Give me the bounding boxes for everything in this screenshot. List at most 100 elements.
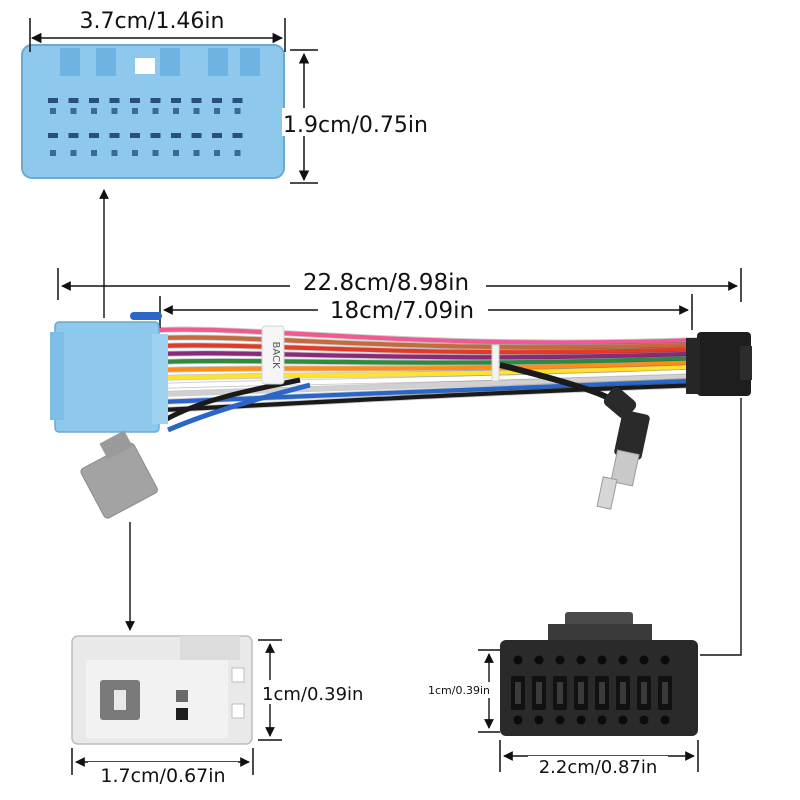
black-width-dimension: 2.2cm/0.87in — [499, 740, 699, 780]
blue-pin-dot — [91, 150, 97, 156]
black-height-label: 1cm/0.39in — [428, 684, 490, 697]
black-hole — [513, 715, 523, 725]
black-hole — [555, 715, 565, 725]
blue-pin-dot — [70, 150, 77, 156]
black-hole — [513, 655, 523, 665]
black-connector-holes-top — [513, 655, 670, 665]
black-pin — [578, 682, 584, 704]
black-connector-harness — [686, 332, 752, 396]
blue-pin-dot — [70, 108, 77, 114]
blue-pin-dot — [111, 108, 118, 114]
black-hole — [618, 715, 628, 725]
black-callout-line — [700, 398, 742, 656]
blue-pin — [68, 98, 79, 103]
blue-pin — [48, 133, 58, 138]
black-hole — [576, 655, 586, 665]
wire — [157, 364, 703, 381]
blue-pin-dot — [152, 150, 159, 156]
wire — [157, 335, 703, 350]
blue-pin — [109, 133, 120, 138]
black-hole — [534, 655, 544, 665]
blue-pin — [130, 133, 140, 138]
black-connector-holes-bottom — [513, 715, 670, 725]
black-hole — [555, 655, 565, 665]
blue-pin-dot — [132, 108, 138, 114]
black-pin — [620, 682, 626, 704]
blue-pin — [89, 133, 99, 138]
wire-length-dimension: 18cm/7.09in — [159, 294, 693, 330]
black-connector-slots — [511, 676, 672, 710]
black-pin — [599, 682, 605, 704]
overall-length-label: 22.8cm/8.98in — [303, 270, 469, 296]
black-hole — [597, 655, 607, 665]
wire — [157, 343, 703, 355]
wire — [157, 327, 703, 345]
blue-pin — [232, 98, 243, 103]
blue-pin-dot — [173, 108, 179, 114]
blue-height-dimension: 1.9cm/0.75in — [282, 49, 442, 184]
black-pin — [662, 682, 668, 704]
wire — [157, 360, 703, 373]
blue-connector-pins-top — [48, 98, 243, 114]
blue-pin-dot — [193, 150, 200, 156]
blue-pin — [89, 98, 99, 103]
blue-width-dimension: 3.7cm/1.46in — [29, 6, 286, 52]
blue-pin — [212, 98, 222, 103]
back-label: BACK — [270, 341, 281, 369]
black-height-dimension: 1cm/0.39in — [426, 649, 500, 733]
blue-pin-dot — [111, 150, 118, 156]
wire-length-label: 18cm/7.09in — [330, 298, 474, 324]
blue-pin-dot — [214, 108, 220, 114]
blue-pin-dot — [91, 108, 97, 114]
blue-pin — [48, 98, 58, 103]
blue-pin — [68, 133, 79, 138]
blue-pin-dot — [234, 108, 241, 114]
blue-pin-dot — [132, 150, 138, 156]
blue-width-label: 3.7cm/1.46in — [80, 9, 225, 34]
blue-connector-pins-bottom — [48, 133, 243, 156]
black-connector-detail — [500, 612, 698, 736]
blue-pin — [130, 98, 140, 103]
black-hole — [597, 715, 607, 725]
black-pin — [557, 682, 563, 704]
wire-harness: BACK — [50, 312, 752, 519]
grey-width-dimension: 1.7cm/0.67in — [71, 748, 254, 787]
blue-pin-dot — [50, 108, 56, 114]
blue-pin — [150, 98, 161, 103]
wire — [157, 355, 703, 365]
black-hole — [618, 655, 628, 665]
blue-height-label: 1.9cm/0.75in — [283, 113, 428, 138]
blue-pin-dot — [214, 150, 220, 156]
blue-pin — [232, 133, 243, 138]
black-hole — [639, 715, 649, 725]
blue-pin — [171, 133, 181, 138]
wire — [157, 369, 703, 389]
blue-connector-detail — [21, 44, 285, 179]
blue-pin-dot — [234, 150, 241, 156]
grey-connector-detail — [71, 635, 253, 745]
blue-pin — [150, 133, 161, 138]
wire — [157, 351, 703, 360]
black-width-label: 2.2cm/0.87in — [539, 757, 658, 778]
blue-pin — [191, 133, 202, 138]
black-hole — [660, 715, 670, 725]
blue-pin — [191, 98, 202, 103]
wire — [157, 373, 703, 397]
black-hole — [639, 655, 649, 665]
overall-length-dimension: 22.8cm/8.98in — [57, 268, 742, 302]
blue-pin-dot — [173, 150, 179, 156]
grey-width-label: 1.7cm/0.67in — [100, 765, 225, 787]
grey-height-dimension: 1cm/0.39in — [258, 639, 372, 741]
antenna-plug — [596, 387, 650, 510]
blue-pin — [171, 98, 181, 103]
black-hole — [534, 715, 544, 725]
grey-connector-harness — [80, 430, 158, 519]
back-label-sleeve: BACK — [261, 325, 285, 385]
black-pin — [641, 682, 647, 704]
black-hole — [660, 655, 670, 665]
blue-connector-harness — [50, 312, 168, 433]
blue-pin-dot — [193, 108, 200, 114]
black-pin — [515, 682, 521, 704]
blue-pin — [212, 133, 222, 138]
